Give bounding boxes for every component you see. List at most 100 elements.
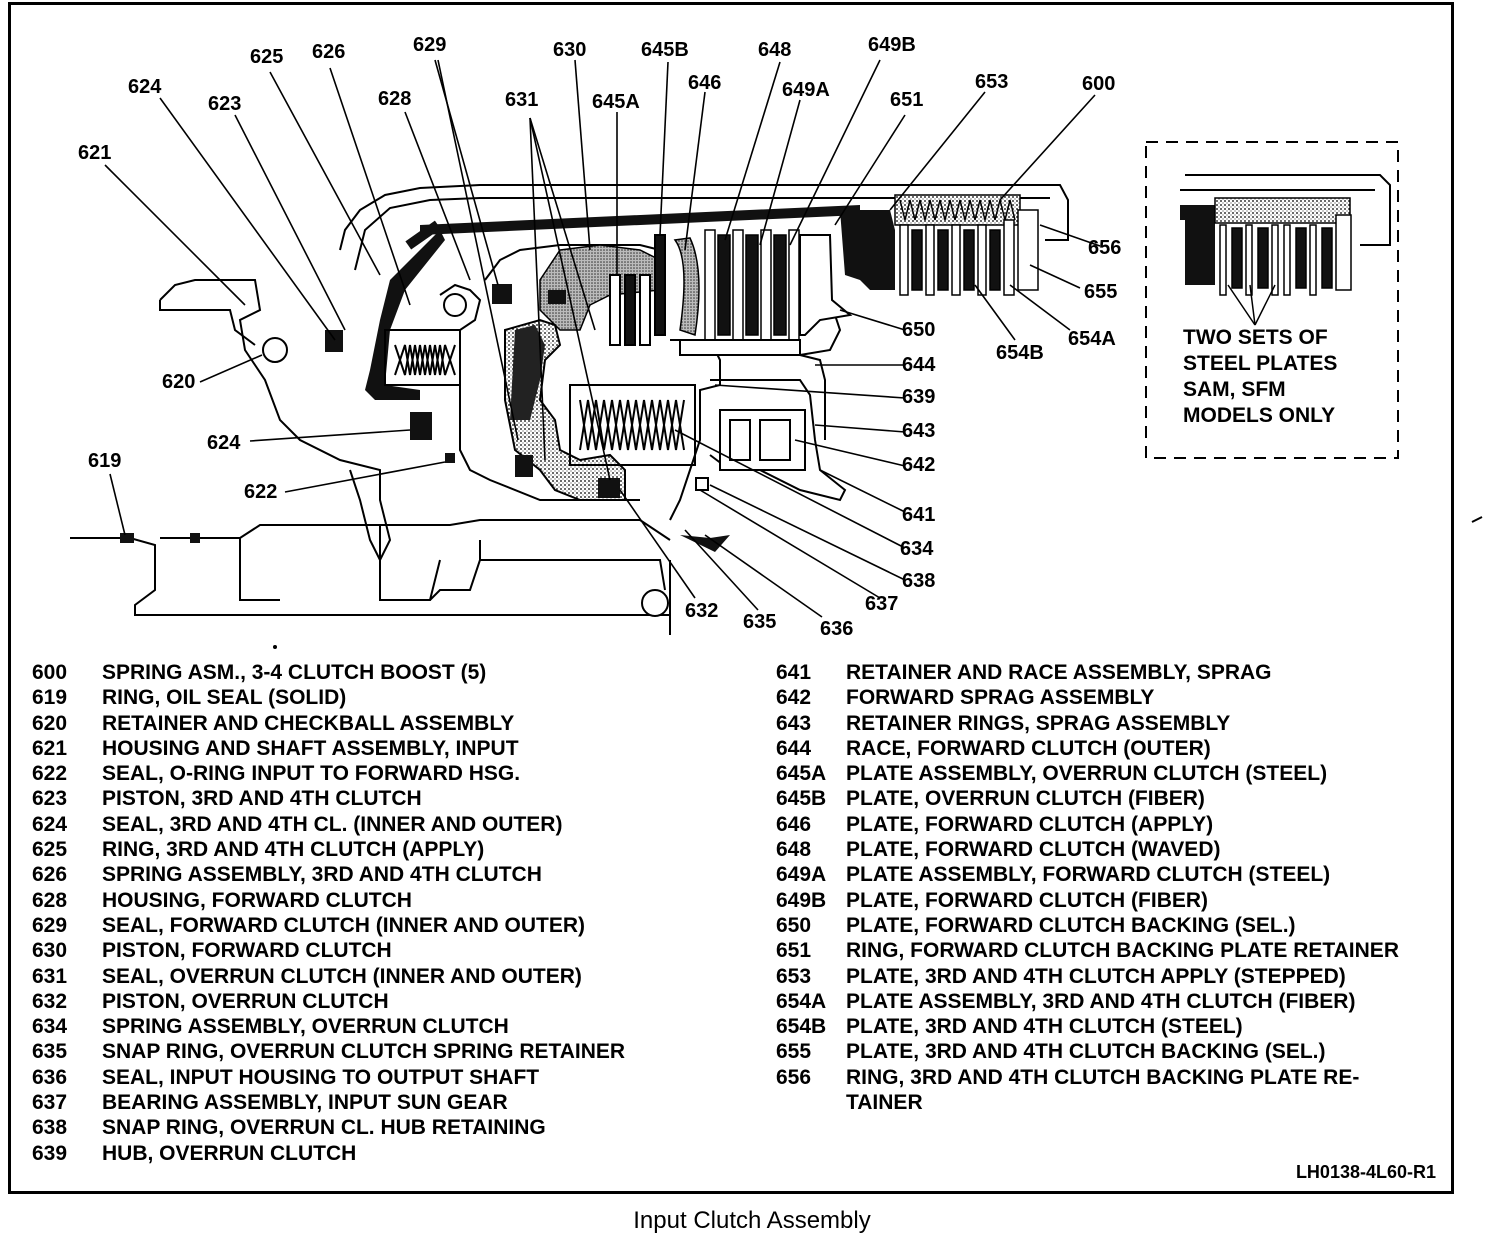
legend-item-text: PLATE, 3RD AND 4TH CLUTCH (STEEL): [846, 1015, 1243, 1039]
checkball: [262, 337, 288, 363]
leader-lines: [104, 59, 1101, 618]
legend-item-number: 631: [32, 964, 68, 988]
legend-item-number: 634: [32, 1015, 68, 1039]
legend-item-number: 625: [32, 838, 68, 862]
legend-item-text: SEAL, 3RD AND 4TH CL. (INNER AND OUTER): [102, 812, 563, 836]
callout-621: 621: [78, 142, 112, 164]
legend-item-text: PISTON, FORWARD CLUTCH: [102, 939, 392, 963]
legend-item-number: 636: [32, 1065, 68, 1089]
legend-item-number: 626: [32, 863, 68, 887]
seal-624-outer: [325, 330, 343, 352]
legend-item-number: 645B: [776, 787, 827, 811]
forward-race-644: [679, 339, 801, 356]
legend-item: 646 PLATE, FORWARD CLUTCH (APPLY): [776, 812, 1399, 837]
callout-631: 631: [505, 89, 539, 111]
legend-item-text: SPRING ASSEMBLY, OVERRUN CLUTCH: [102, 1015, 509, 1039]
legend-item: 651 RING, FORWARD CLUTCH BACKING PLATE RE…: [776, 938, 1399, 963]
callout-626: 626: [312, 41, 346, 63]
legend-item: 639 HUB, OVERRUN CLUTCH: [32, 1141, 625, 1166]
legend-item-number: 643: [776, 711, 812, 735]
legend-item-text: RETAINER AND CHECKBALL ASSEMBLY: [102, 711, 515, 735]
legend-item: 629 SEAL, FORWARD CLUTCH (INNER AND OUTER…: [32, 913, 625, 938]
legend-item-number: 651: [776, 939, 812, 963]
callout-645A: 645A: [592, 91, 640, 113]
legend-item-text: RING, FORWARD CLUTCH BACKING PLATE RETAI…: [846, 939, 1399, 963]
callout-622: 622: [244, 481, 278, 503]
legend-item-text: PLATE, FORWARD CLUTCH (WAVED): [846, 838, 1221, 862]
legend-item-continuation: TAINER: [846, 1091, 923, 1115]
legend-item-number: 622: [32, 762, 68, 786]
figure-code: LH0138-4L60-R1: [1295, 1162, 1436, 1182]
callout-649B: 649B: [868, 34, 916, 56]
callout-638: 638: [902, 570, 936, 592]
callout-632: 632: [685, 600, 719, 622]
legend-item-text: PLATE ASSEMBLY, OVERRUN CLUTCH (STEEL): [846, 762, 1328, 786]
legend-item-text: HUB, OVERRUN CLUTCH: [102, 1141, 357, 1165]
legend-item-text: PLATE, 3RD AND 4TH CLUTCH APPLY (STEPPED…: [846, 964, 1346, 988]
legend-item-text: RING, 3RD AND 4TH CLUTCH (APPLY): [102, 838, 485, 862]
callout-620: 620: [162, 371, 196, 393]
callout-646: 646: [688, 72, 722, 94]
legend-item-number: 642: [776, 686, 812, 710]
callout-648: 648: [758, 39, 792, 61]
callout-630: 630: [553, 39, 587, 61]
callout-654A: 654A: [1068, 328, 1116, 350]
snap-ring-638: [695, 477, 709, 491]
callout-600: 600: [1082, 73, 1116, 95]
legend-item-text: SNAP RING, OVERRUN CL. HUB RETAINING: [102, 1116, 546, 1140]
shaft-ball: [641, 589, 669, 617]
legend-item-number: 629: [32, 913, 68, 937]
forward-sprag: [719, 409, 806, 471]
spring-3rd-4th: [384, 329, 461, 386]
legend-item-number: 630: [32, 939, 68, 963]
callout-639: 639: [902, 386, 936, 408]
callout-644: 644: [902, 354, 936, 376]
legend-item-number: 656: [776, 1065, 812, 1089]
inset-note-line: SAM, SFM: [1183, 378, 1286, 401]
seal-629-outer: [492, 284, 512, 304]
legend-item-number: 655: [776, 1040, 812, 1064]
legend-item-text: PLATE, FORWARD CLUTCH (APPLY): [846, 812, 1214, 836]
legend-item-number: 646: [776, 812, 812, 836]
callout-655: 655: [1084, 281, 1118, 303]
legend-item-number: 648: [776, 838, 812, 862]
legend-item-text: SNAP RING, OVERRUN CLUTCH SPRING RETAINE…: [102, 1040, 626, 1064]
legend-item: 648 PLATE, FORWARD CLUTCH (WAVED): [776, 837, 1399, 862]
3-4-clutch-pack: [840, 194, 1039, 296]
callout-636: 636: [820, 618, 854, 640]
legend-item-number: 620: [32, 711, 68, 735]
seal-631-inner: [515, 455, 533, 477]
legend-item-text: RACE, FORWARD CLUTCH (OUTER): [846, 736, 1211, 760]
callout-637: 637: [865, 593, 899, 615]
forward-clutch-piston: [539, 244, 661, 331]
margin-mark: [1471, 516, 1483, 523]
legend-item-number: 653: [776, 964, 812, 988]
callout-653: 653: [975, 71, 1009, 93]
legend-item-number: 639: [32, 1141, 68, 1165]
legend-item-number: 641: [776, 661, 812, 684]
callout-651: 651: [890, 89, 924, 111]
legend-item-text: SEAL, O-RING INPUT TO FORWARD HSG.: [102, 762, 521, 786]
legend-item-number: 624: [32, 812, 68, 836]
oring-622: [445, 453, 455, 463]
legend-item-number: 623: [32, 787, 68, 811]
legend-item-text: SEAL, FORWARD CLUTCH (INNER AND OUTER): [102, 913, 585, 937]
legend-item-number: 619: [32, 686, 68, 710]
dot-mark: [273, 645, 277, 649]
legend-item-text: PLATE, FORWARD CLUTCH (FIBER): [846, 888, 1209, 912]
legend-item-number: 649B: [776, 888, 827, 912]
callout-649A: 649A: [782, 79, 830, 101]
